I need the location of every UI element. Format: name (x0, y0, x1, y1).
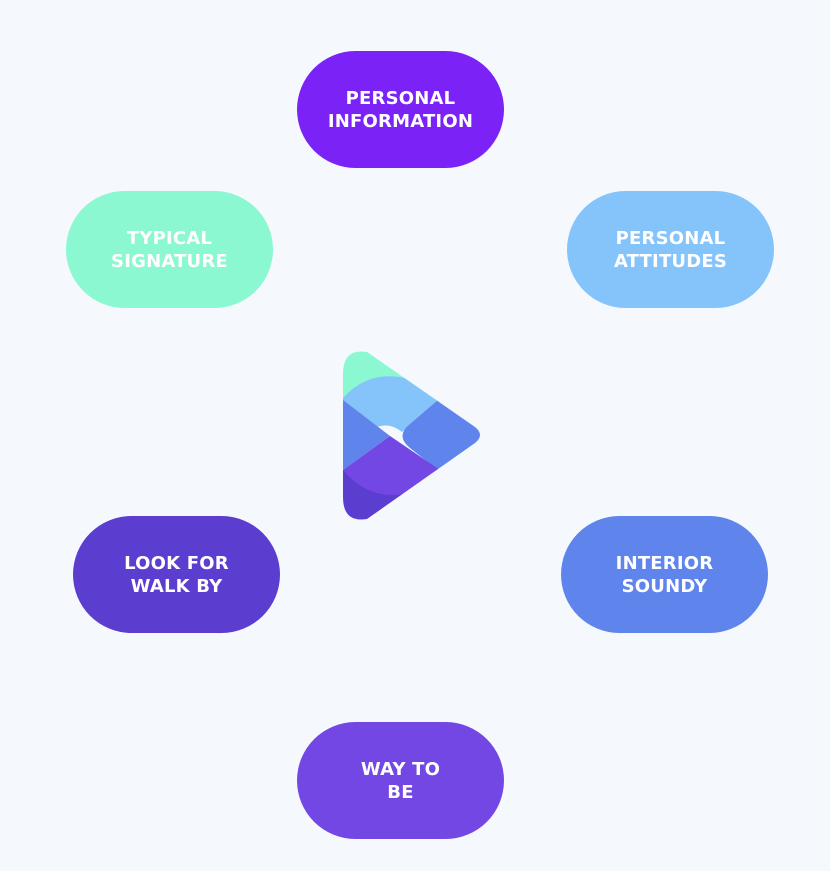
node-way-to-be: WAY TO BE (297, 722, 504, 839)
node-typical-signature: TYPICAL SIGNATURE (66, 191, 273, 308)
node-label: TYPICAL SIGNATURE (111, 227, 228, 272)
node-label: PERSONAL ATTITUDES (613, 227, 728, 272)
logo-blue-left-segment (343, 400, 390, 470)
node-personal-information: PERSONAL INFORMATION (297, 51, 504, 168)
node-look-for-walk-by: LOOK FOR WALK BY (73, 516, 280, 633)
node-label: INTERIOR SOUNDY (615, 552, 714, 597)
logo-blue-right-segment (402, 400, 480, 470)
node-label: WAY TO BE (360, 758, 441, 803)
node-label: LOOK FOR WALK BY (124, 552, 229, 597)
play-logo-icon (343, 351, 480, 520)
node-interior-soundy: INTERIOR SOUNDY (561, 516, 768, 633)
logo-violet-segment (343, 436, 440, 498)
node-label: PERSONAL INFORMATION (327, 87, 474, 132)
node-personal-attitudes: PERSONAL ATTITUDES (567, 191, 774, 308)
